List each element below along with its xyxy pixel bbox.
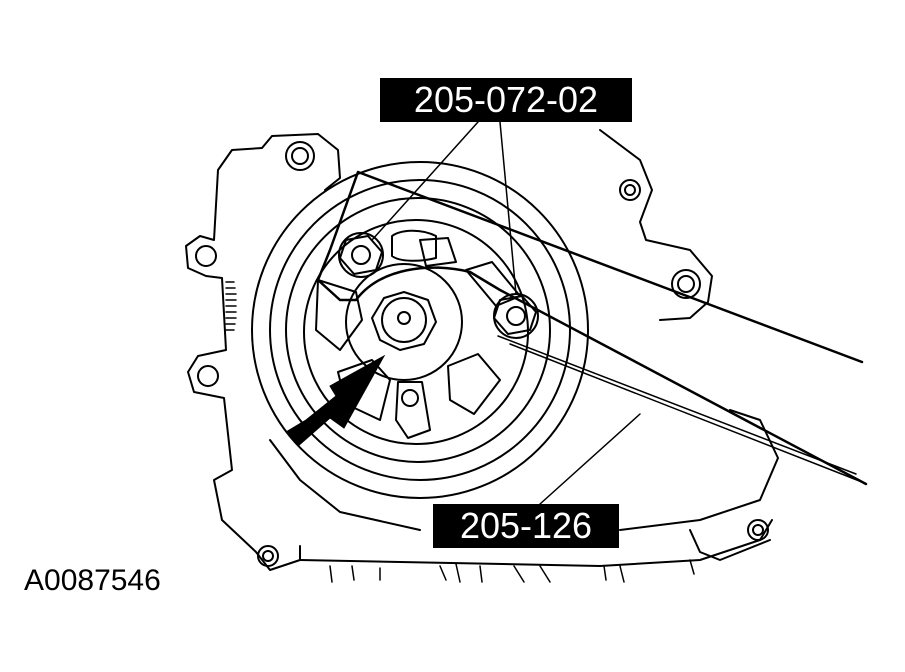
boss-hole-right-inner — [677, 275, 695, 293]
boss-hole-upper-right-inner — [624, 184, 636, 196]
boss-hole-left-lower — [197, 365, 219, 387]
crankshaft-bolt-head — [371, 291, 437, 351]
crankshaft-bolt-washer — [381, 297, 427, 343]
boss-hole-upper-right — [619, 179, 641, 201]
tool-bolt-right-center — [506, 306, 526, 326]
holding-tool-bar — [316, 170, 868, 486]
pulley-ring-3 — [285, 197, 551, 463]
pulley-window-left — [315, 279, 363, 351]
tool-bolt-left-washer — [338, 232, 384, 278]
callout-tool-205-126: 205-126 — [433, 504, 619, 548]
holding-tool-bar-inner-edge — [497, 335, 863, 483]
boss-hole-bottom-right-inner — [752, 524, 764, 536]
figure-identifier: A0087546 — [24, 564, 161, 597]
pulley-window-bottom — [395, 381, 431, 439]
engine-cover-outline-lower — [269, 409, 779, 531]
boss-hole-top-inner — [291, 147, 309, 165]
pulley-outer-ring — [251, 161, 589, 499]
engine-cover-right-edge — [599, 129, 713, 321]
pulley-hub-ring — [345, 263, 463, 381]
tool-bolt-right-washer — [493, 293, 539, 339]
leader-line-bottom — [539, 413, 641, 505]
engine-cover-outline — [185, 133, 341, 571]
boss-hole-right — [671, 269, 701, 299]
tool-bolt-left-center — [351, 245, 371, 265]
lower-ribs — [329, 559, 695, 583]
leader-line-top-right — [499, 121, 517, 295]
boss-hole-left-upper — [195, 245, 217, 267]
pulley-window-right — [447, 353, 501, 415]
tool-bolt-left-head — [339, 235, 383, 275]
rotation-direction-arrow — [285, 354, 386, 447]
boss-hole-bottom-left-inner — [262, 550, 274, 562]
engine-cover-bottom-edge — [299, 519, 773, 567]
boss-hole-top — [285, 141, 315, 171]
crankshaft-bolt-center — [397, 311, 411, 325]
callout-tool-205-072-02: 205-072-02 — [380, 78, 632, 122]
pulley-window-upper-right — [419, 237, 457, 267]
pulley-ring-2 — [269, 179, 571, 481]
boss-hole-bottom-right — [747, 519, 769, 541]
adapter-slot-upper — [391, 229, 437, 262]
boss-hole-bottom-left — [257, 545, 279, 567]
pulley-bottom-hole — [401, 389, 419, 407]
leader-line-top-left — [371, 121, 479, 241]
adapter-slot-right — [465, 261, 521, 307]
pulley-ring-4 — [303, 219, 529, 445]
left-serrated-strip — [225, 281, 237, 331]
